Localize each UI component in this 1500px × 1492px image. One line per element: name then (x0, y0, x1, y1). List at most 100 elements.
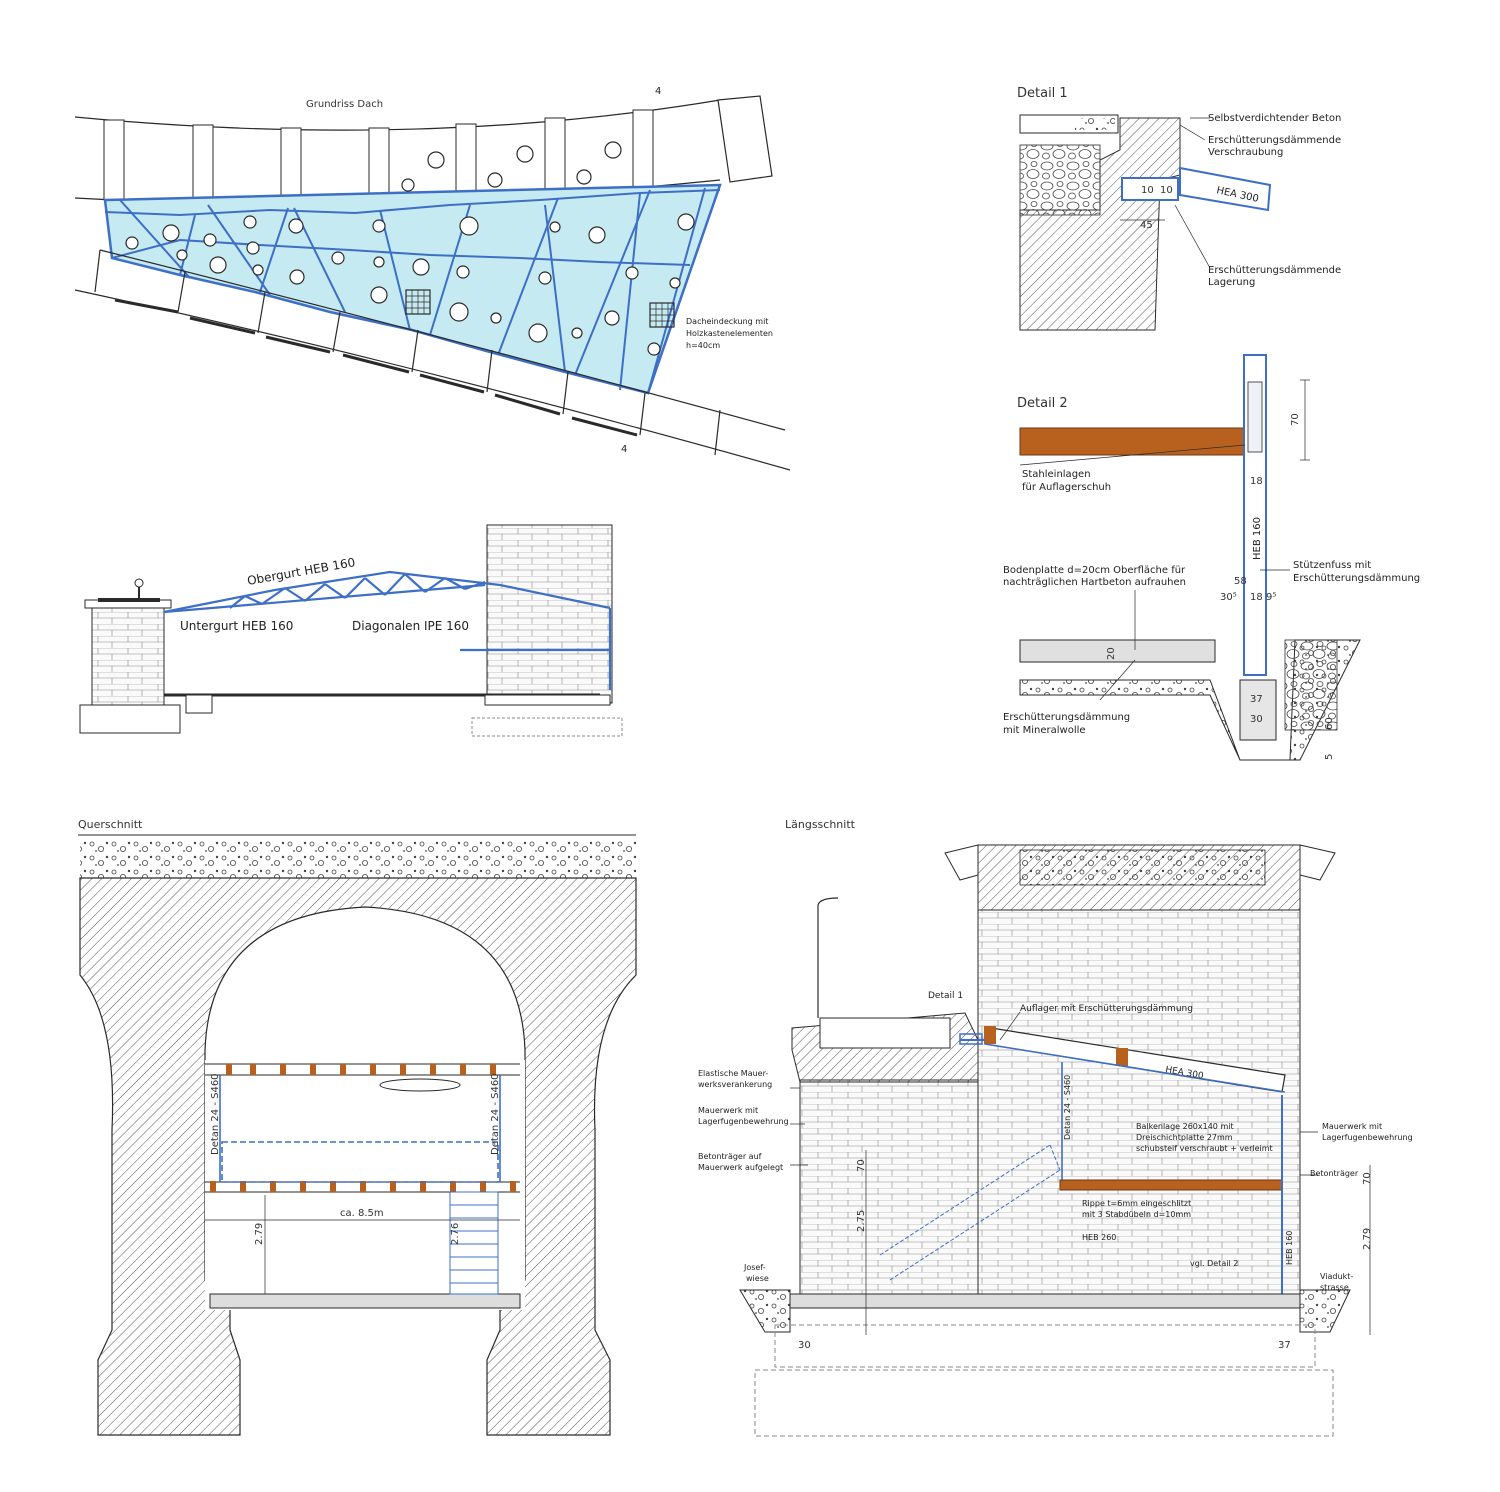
long-section-heb260: HEB 260 (1082, 1233, 1116, 1242)
detail1-dim-c: 45 (1140, 220, 1153, 231)
long-section-viadukt-1: Viadukt- (1320, 1272, 1353, 1281)
long-section-title: Längsschnitt (785, 818, 856, 831)
longitudinal-section: Längsschnitt (698, 818, 1413, 1437)
detail2-d70: 70 (1290, 413, 1301, 426)
cross-section-stair (449, 1191, 499, 1295)
roof-plan-title: Grundriss Dach (306, 99, 383, 110)
detail2-d37: 37 (1250, 694, 1263, 705)
long-section-beton-l-1: Betonträger auf (698, 1152, 762, 1161)
roof-note-1: Dacheindeckung mit (686, 317, 768, 326)
long-section-josef-2: wiese (746, 1274, 769, 1283)
long-section-d70r: 70 (1362, 1172, 1373, 1185)
detail2-d60: 60 (1324, 717, 1335, 730)
long-section-betontraeger: Betonträger (1310, 1169, 1359, 1178)
detail2-heb: HEB 160 (1252, 517, 1263, 560)
roof-note-3: h=40cm (686, 341, 720, 350)
roof-note-2: Holzkastenelementen (686, 329, 773, 338)
skylight-opening (379, 1078, 461, 1092)
detail-2: Detail 2 Stahleinlagen für Auflagerschuh… (1003, 354, 1420, 761)
section-mark-bottom: 4 (621, 444, 627, 455)
statue-icon (134, 578, 144, 588)
long-section-d275: 2.75 (856, 1210, 867, 1232)
cross-section-h276: 2.76 (450, 1223, 461, 1245)
detail2-d58: 58 (1234, 576, 1247, 587)
truss-structure (163, 570, 612, 690)
long-section-mauer-l-1: Mauerwerk mit (698, 1106, 758, 1115)
detail2-boden-2: nachträglichen Hartbeton aufrauhen (1003, 577, 1186, 588)
detail2-timber-beam (1019, 427, 1249, 456)
detail2-stahl-2: für Auflagerschuh (1022, 482, 1111, 493)
detail1-dim-a: 10 (1141, 185, 1154, 196)
detail2-stuetz-2: Erschütterungsdämmung (1293, 573, 1420, 584)
long-section-balken-3: schubsteif verschraubt + verleimt (1136, 1144, 1273, 1153)
detail2-d20: 20 (1106, 647, 1117, 660)
long-section-vgl: vgl. Detail 2 (1190, 1259, 1238, 1268)
detail2-d18b: 18 (1250, 592, 1263, 603)
long-section-viadukt-2: strasse (1320, 1283, 1349, 1292)
detail1-masonry-hatch (1019, 117, 1181, 331)
long-section-stair (879, 1144, 1061, 1281)
detail1-beton: Selbstverdichtender Beton (1208, 113, 1341, 124)
long-section-d30: 30 (798, 1340, 811, 1351)
roof-corner-block (717, 95, 773, 183)
long-section-heb160: HEB 160 (1285, 1231, 1294, 1265)
cross-section-h279: 2.79 (254, 1223, 265, 1245)
roof-beam-row (103, 109, 654, 209)
long-section-lamp (817, 897, 839, 1018)
cross-section-ballast (80, 840, 636, 878)
long-section-beton-l-2: Mauerwerk aufgelegt (698, 1163, 783, 1172)
detail2-d9: 9⁵ (1266, 592, 1276, 603)
long-section-left-wing (799, 1079, 979, 1296)
cross-section-span: ca. 8.5m (340, 1208, 384, 1219)
long-section-rippe-1: Rippe t=6mm eingeschlitzt (1082, 1199, 1191, 1208)
viaduct-arch (79, 877, 637, 1436)
detail-1: Detail 1 Selbstverdichtender Beton Ersch… (1017, 86, 1341, 331)
cross-section-tie-rods (219, 1075, 501, 1183)
roof-openings (125, 141, 695, 356)
glass-roof-ribs (104, 187, 721, 394)
cross-section: Querschnitt (78, 818, 637, 1436)
long-section-timber-floor (1059, 1179, 1283, 1191)
detail2-d18: 18 (1250, 476, 1263, 487)
detail2-title: Detail 2 (1017, 396, 1068, 411)
lower-arcade (74, 249, 791, 471)
long-section-d70: 70 (856, 1159, 867, 1172)
long-section-balken-2: Dreischichtplatte 27mm (1136, 1133, 1233, 1142)
long-section-balken-1: Balkenlage 260x140 mit (1136, 1122, 1234, 1131)
detail1-stone-fill (1019, 144, 1101, 216)
detail2-stuetz-1: Stützenfuss mit (1293, 560, 1371, 571)
long-section-auflager: Auflager mit Erschütterungsdämmung (1020, 1004, 1193, 1014)
detail2-d30b: 30 (1250, 714, 1263, 725)
detail1-lager-1: Erschütterungsdämmende (1208, 265, 1341, 276)
long-section-roof-line (984, 1043, 1286, 1093)
long-section-elast-1: Elastische Mauer- (698, 1069, 768, 1078)
truss-elevation: Obergurt HEB 160 Untergurt HEB 160 Diago… (79, 524, 623, 737)
roof-plan: Grundriss Dach Dacheindeckung mit Holzka… (74, 86, 791, 471)
long-section-mauer-r-2: Lagerfugenbewehrung (1322, 1133, 1413, 1142)
cross-section-detan-left: Detan 24 - S460 (210, 1073, 221, 1155)
glass-roof (103, 183, 722, 395)
detail2-daemm-2: mit Mineralwolle (1003, 725, 1086, 736)
long-section-mauer-r-1: Mauerwerk mit (1322, 1122, 1382, 1131)
detail1-lager-2: Lagerung (1208, 277, 1255, 288)
long-section-rippe-2: mit 3 Stabdübeln d=10mm (1082, 1210, 1191, 1219)
truss-untergurt-label: Untergurt HEB 160 (180, 619, 293, 633)
long-section-d37: 37 (1278, 1340, 1291, 1351)
cross-section-title: Querschnitt (78, 818, 143, 831)
detail2-d30: 30⁵ (1220, 592, 1237, 603)
long-section-detan: Detan 24 - S460 (1063, 1075, 1072, 1140)
truss-obergurt-label: Obergurt HEB 160 (246, 555, 356, 588)
detail1-title: Detail 1 (1017, 86, 1068, 101)
detail2-d5: 5 (1324, 754, 1335, 760)
cross-section-detan-right: Detan 24 - S460 (490, 1073, 501, 1155)
right-tower (486, 524, 613, 704)
detail2-daemm-1: Erschütterungsdämmung (1003, 712, 1130, 723)
long-section-elast-2: werksverankerung (698, 1080, 772, 1089)
long-section-josef-1: Josef- (743, 1263, 766, 1272)
detail1-schraub-1: Erschütterungsdämmende (1208, 135, 1341, 146)
detail2-stahl-1: Stahleinlagen (1022, 469, 1091, 480)
detail2-floor-slab (1019, 639, 1216, 663)
detail1-dim-b: 10 (1160, 185, 1173, 196)
long-section-d279: 2.79 (1362, 1228, 1373, 1250)
